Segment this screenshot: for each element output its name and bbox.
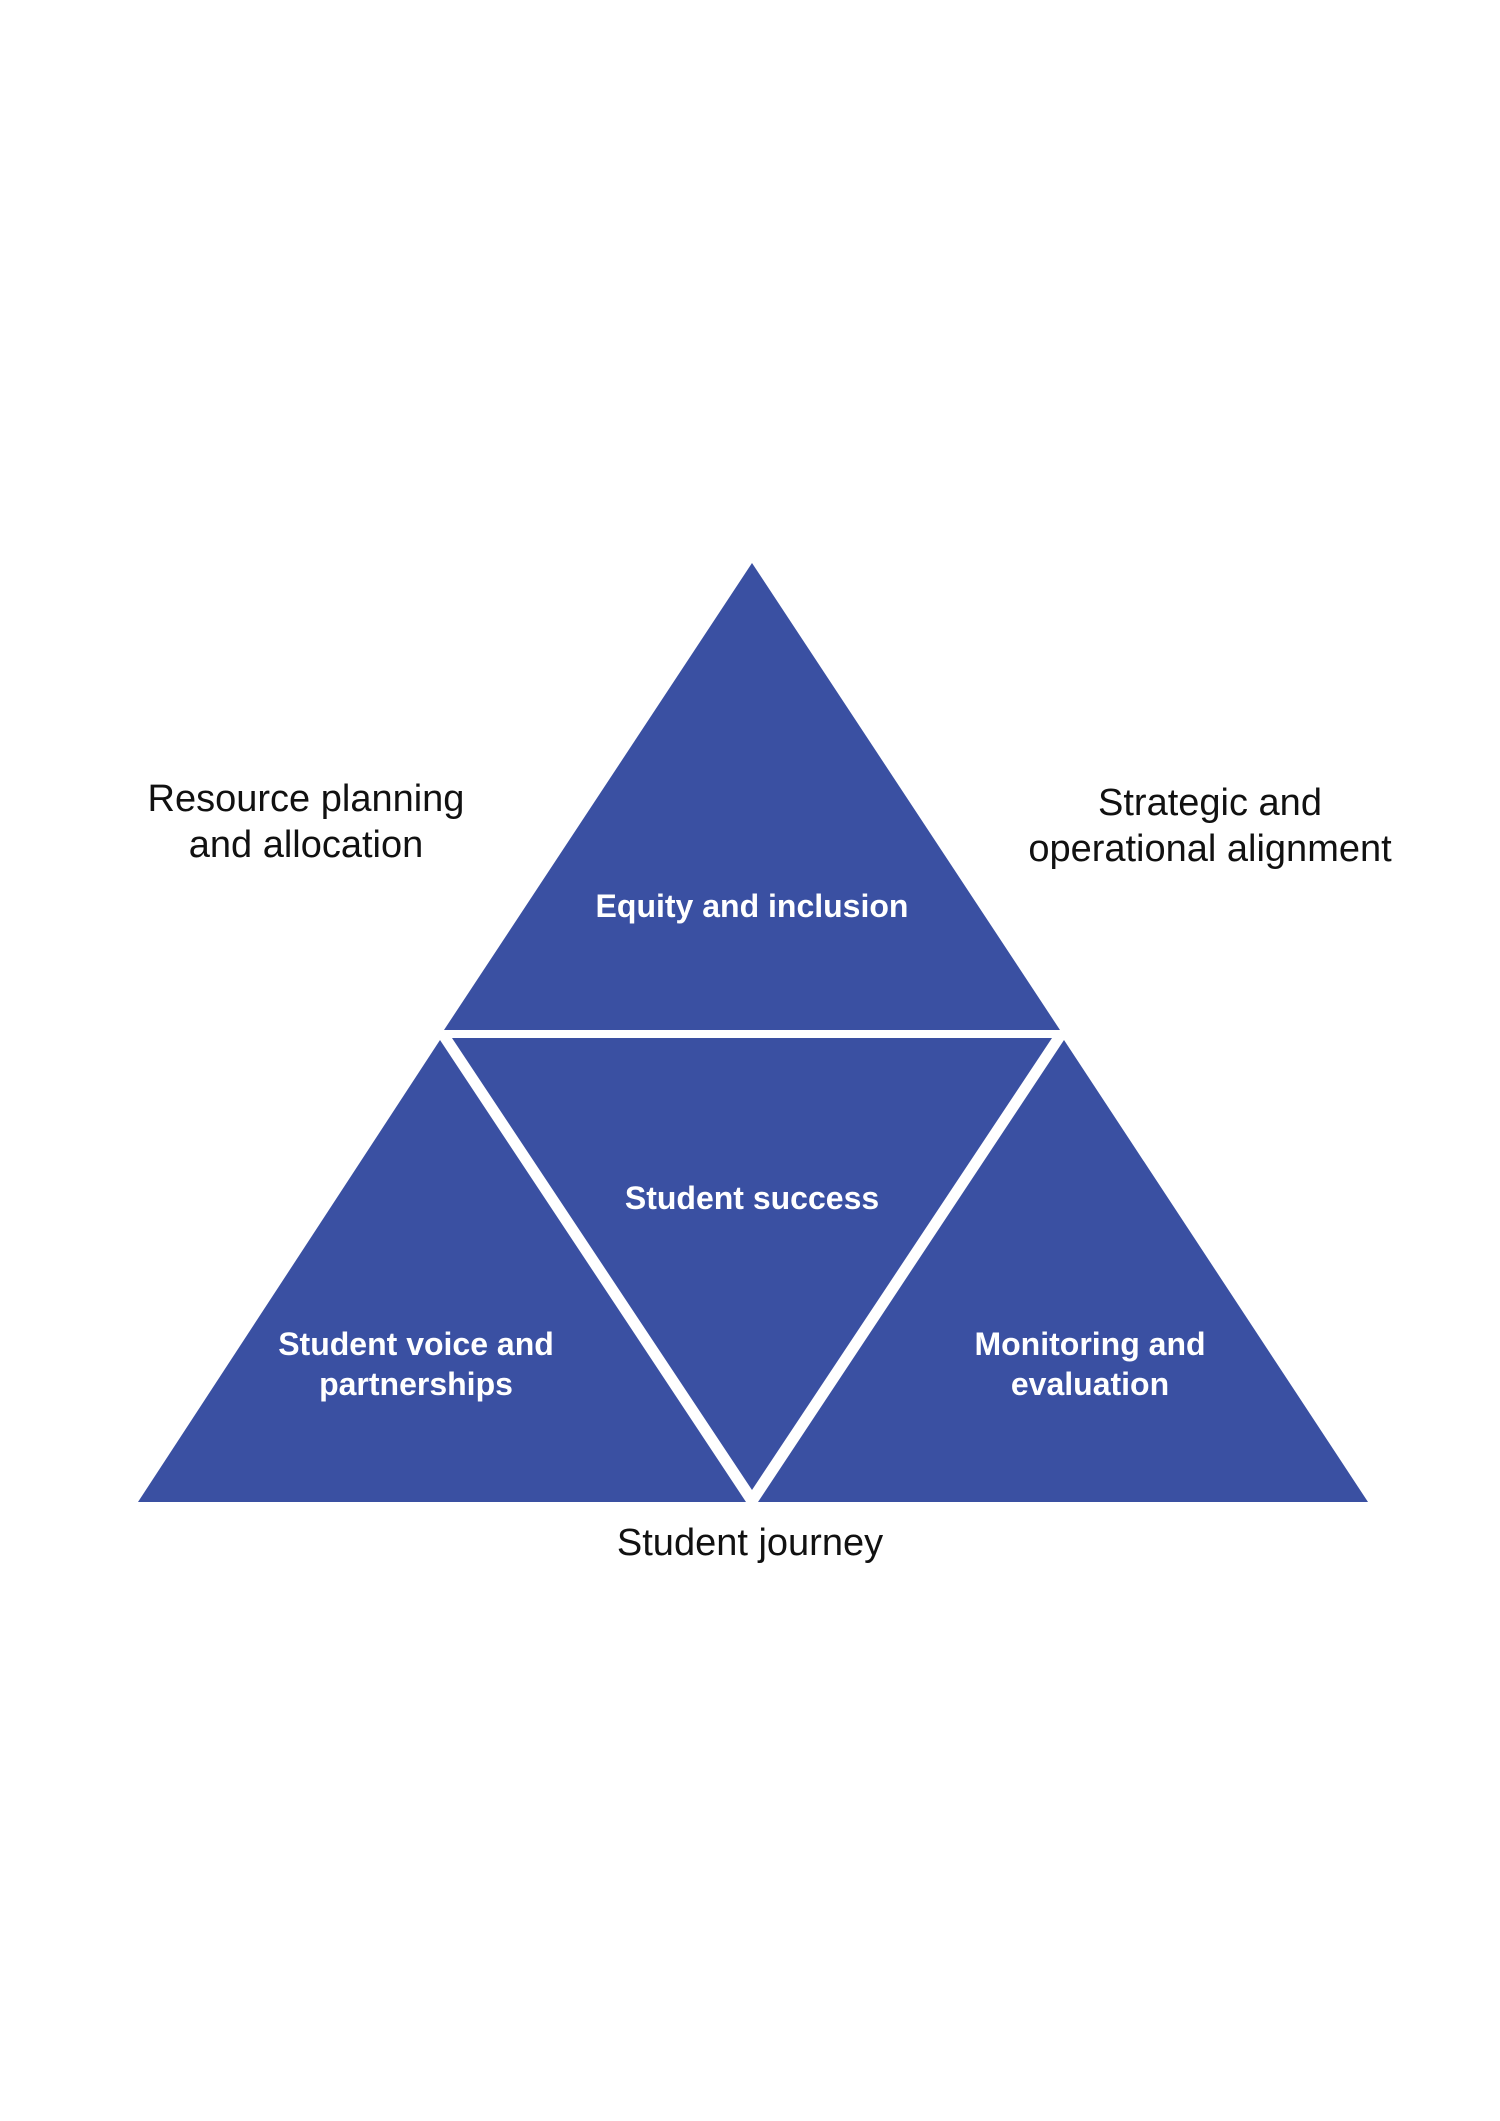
segment-label-bottom-right-line-2: evaluation xyxy=(1010,1366,1170,1402)
segment-label-bottom-left-line-1: Student voice and xyxy=(278,1326,554,1362)
segment-center-triangle xyxy=(452,1038,1052,1490)
outer-label-bottom: Student journey xyxy=(550,1520,950,1566)
segment-label-center-line-1: Student success xyxy=(624,1180,880,1216)
outer-label-left-line-2: and allocation xyxy=(188,824,424,866)
segment-bottom-right-triangle xyxy=(758,1040,1368,1502)
segment-label-bottom-right: Monitoring and evaluation xyxy=(910,1324,1270,1404)
outer-label-left: Resource planning and allocation xyxy=(116,776,496,868)
segment-label-bottom-left: Student voice and partnerships xyxy=(236,1324,596,1404)
outer-label-bottom-line-1: Student journey xyxy=(616,1522,884,1564)
outer-label-right-line-2: operational alignment xyxy=(1028,828,1392,870)
segment-top-triangle xyxy=(444,563,1060,1030)
segment-bottom-left-triangle xyxy=(138,1040,746,1502)
segment-label-top: Equity and inclusion xyxy=(552,886,952,926)
outer-label-right: Strategic and operational alignment xyxy=(990,780,1430,872)
outer-label-left-line-1: Resource planning xyxy=(147,778,465,820)
segment-label-top-line-1: Equity and inclusion xyxy=(595,888,909,924)
outer-label-right-line-1: Strategic and xyxy=(1098,782,1322,824)
segment-label-center: Student success xyxy=(552,1178,952,1218)
segment-label-bottom-right-line-1: Monitoring and xyxy=(974,1326,1206,1362)
segment-label-bottom-left-line-2: partnerships xyxy=(319,1366,513,1402)
